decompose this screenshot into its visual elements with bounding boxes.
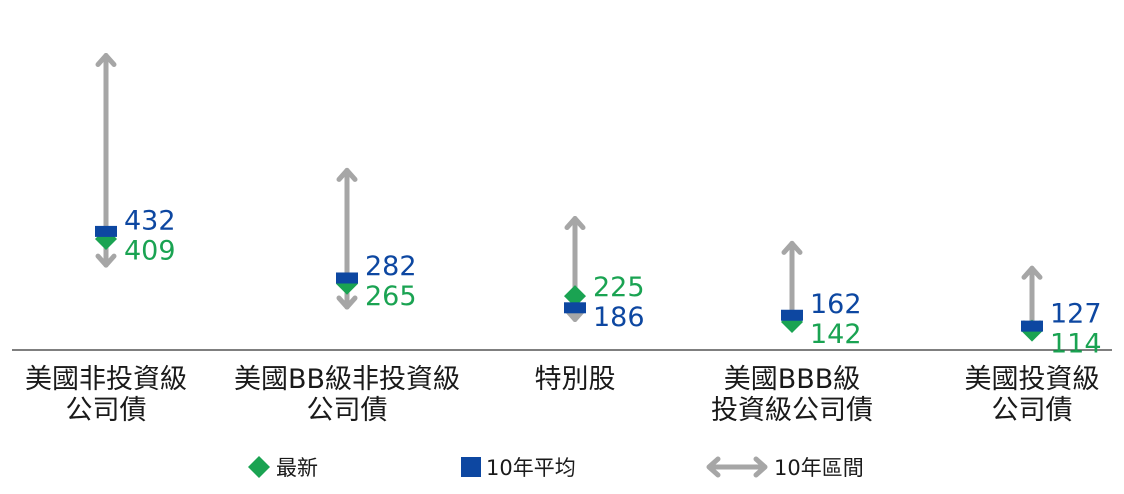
category-label: 美國BBB級 bbox=[724, 364, 861, 395]
average-marker bbox=[336, 272, 358, 284]
category-label: 美國非投資級 bbox=[25, 364, 187, 395]
latest-value-label: 409 bbox=[124, 235, 176, 266]
average-value-label: 186 bbox=[593, 302, 645, 333]
average-marker bbox=[564, 302, 586, 314]
category-label: 美國BB級非投資級 bbox=[234, 364, 460, 395]
latest-value-label: 225 bbox=[593, 272, 645, 303]
average-value-label: 162 bbox=[810, 289, 862, 320]
average-value-label: 127 bbox=[1050, 299, 1102, 330]
range-low-arrow bbox=[564, 307, 586, 322]
legend-average: 10年平均 bbox=[460, 452, 576, 482]
legend-average-label: 10年平均 bbox=[486, 456, 576, 480]
range-high-arrow bbox=[336, 167, 358, 182]
double-arrow-legend-icon bbox=[706, 456, 768, 478]
average-marker bbox=[1021, 320, 1043, 332]
average-value-label: 282 bbox=[365, 251, 417, 282]
diamond-legend-icon bbox=[248, 456, 270, 478]
category-label: 公司債 bbox=[66, 395, 147, 426]
legend-range-label: 10年區間 bbox=[774, 456, 864, 480]
average-marker bbox=[95, 225, 117, 237]
latest-value-label: 265 bbox=[365, 281, 417, 312]
category-label: 投資級公司債 bbox=[711, 395, 873, 426]
range-chart: 409432美國非投資級公司債265282美國BB級非投資級公司債225186特… bbox=[12, 53, 1112, 426]
range-low-arrow bbox=[336, 295, 358, 310]
latest-value-label: 114 bbox=[1050, 329, 1102, 360]
category-label: 特別股 bbox=[535, 364, 616, 395]
range-high-arrow bbox=[564, 216, 586, 231]
category-label: 美國投資級 bbox=[965, 364, 1100, 395]
category-label: 公司債 bbox=[992, 395, 1073, 426]
range-low-arrow bbox=[95, 253, 117, 268]
legend-latest-label: 最新 bbox=[276, 456, 318, 480]
latest-value-label: 142 bbox=[810, 319, 862, 350]
average-value-label: 432 bbox=[124, 205, 176, 236]
range-high-arrow bbox=[781, 240, 803, 255]
latest-marker bbox=[564, 285, 586, 308]
average-marker bbox=[781, 309, 803, 321]
range-high-arrow bbox=[1021, 265, 1043, 280]
legend-range: 10年區間 bbox=[704, 452, 864, 482]
category-label: 公司債 bbox=[307, 395, 388, 426]
square-legend-icon bbox=[461, 457, 481, 477]
range-high-arrow bbox=[95, 53, 117, 68]
legend-latest: 最新 bbox=[246, 452, 318, 482]
